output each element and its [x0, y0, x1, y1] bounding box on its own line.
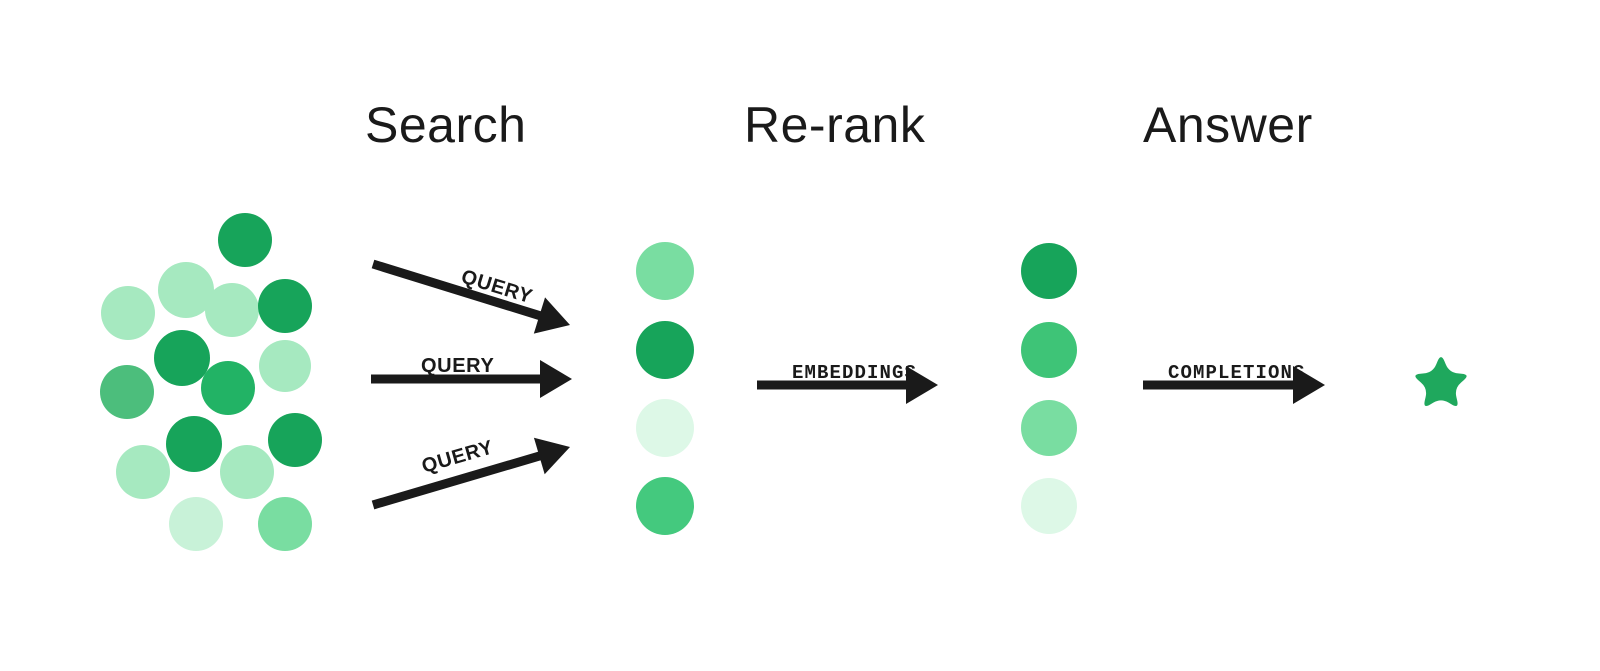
- reranked-result-dot: [1021, 478, 1077, 534]
- arrow-query-bottom: QUERY: [371, 436, 570, 510]
- corpus-document-dot: [220, 445, 274, 499]
- corpus-document-dot: [154, 330, 210, 386]
- stage-heading-rerank: Re-rank: [744, 97, 926, 153]
- arrow-head-icon: [906, 366, 938, 404]
- corpus-document-dot: [259, 340, 311, 392]
- arrow-head-icon: [533, 297, 570, 334]
- arrow-label-embeddings: EMBEDDINGS: [792, 362, 917, 384]
- stage-heading-answer: Answer: [1143, 97, 1313, 153]
- corpus-document-dot: [218, 213, 272, 267]
- arrow-head-icon: [533, 437, 570, 475]
- arrow-embeddings: EMBEDDINGS: [757, 362, 938, 404]
- arrow-query-top: QUERY: [371, 259, 570, 334]
- arrow-shaft: [371, 450, 544, 510]
- reranked-result-dot: [1021, 243, 1077, 299]
- reranked-results-column: [1021, 243, 1077, 534]
- arrow-shaft: [371, 259, 544, 321]
- corpus-document-dot: [116, 445, 170, 499]
- corpus-document-dot: [169, 497, 223, 551]
- answer-star-group: [1415, 357, 1467, 407]
- stage-headings: Search Re-rank Answer: [365, 97, 1313, 153]
- arrow-head-icon: [1293, 366, 1325, 404]
- retrieved-result-dot: [636, 399, 694, 457]
- arrow-completions: COMPLETIONS: [1143, 362, 1325, 404]
- corpus-document-dot: [100, 365, 154, 419]
- corpus-document-dot: [258, 497, 312, 551]
- retrieved-results-column: [636, 242, 694, 535]
- retrieved-result-dot: [636, 477, 694, 535]
- pipeline-arrows: QUERY QUERY QUERY EMBEDDINGS COMPLETIONS: [371, 259, 1325, 510]
- corpus-document-dot: [158, 262, 214, 318]
- reranked-result-dot: [1021, 400, 1077, 456]
- reranked-result-dot: [1021, 322, 1077, 378]
- document-corpus-cluster: [100, 213, 322, 551]
- corpus-document-dot: [205, 283, 259, 337]
- arrow-label-query-middle: QUERY: [421, 355, 494, 377]
- corpus-document-dot: [101, 286, 155, 340]
- corpus-document-dot: [166, 416, 222, 472]
- corpus-document-dot: [201, 361, 255, 415]
- retrieved-result-dot: [636, 242, 694, 300]
- stage-heading-search: Search: [365, 97, 526, 153]
- corpus-document-dot: [268, 413, 322, 467]
- arrow-query-middle: QUERY: [371, 355, 572, 398]
- star-icon: [1415, 357, 1467, 407]
- arrow-label-completions: COMPLETIONS: [1168, 362, 1306, 384]
- retrieved-result-dot: [636, 321, 694, 379]
- arrow-head-icon: [540, 360, 572, 398]
- corpus-document-dot: [258, 279, 312, 333]
